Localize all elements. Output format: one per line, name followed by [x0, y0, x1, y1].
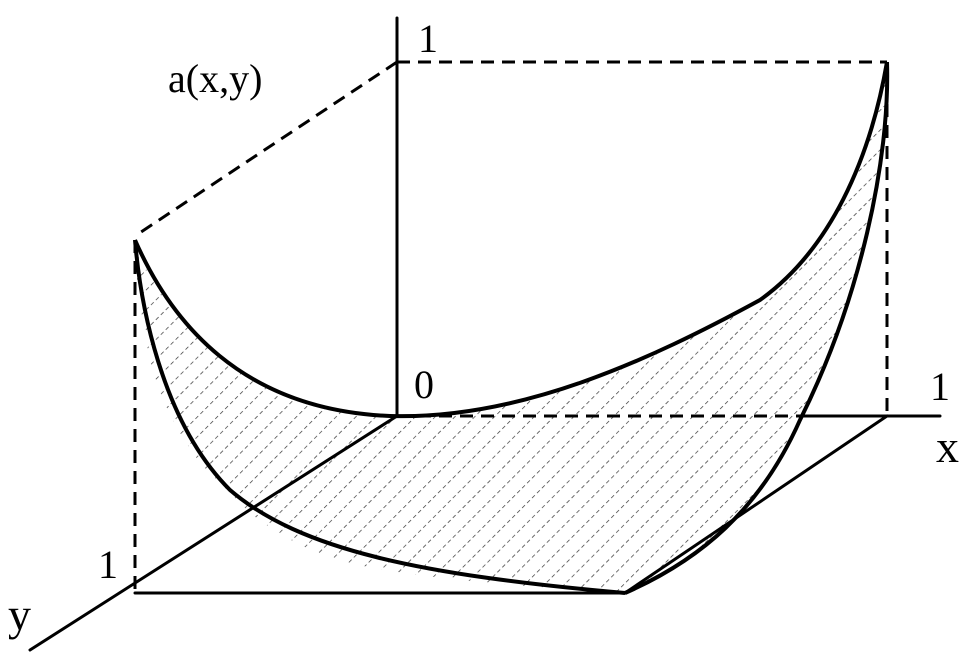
function-label: a(x,y)	[168, 56, 262, 101]
origin-label: 0	[414, 362, 434, 407]
front-boundary-curve	[133, 239, 626, 595]
y-axis-label: y	[8, 589, 31, 640]
back-boundary-curve	[133, 61, 889, 419]
hatched-surface-region	[135, 62, 888, 593]
z-tick-label: 1	[418, 16, 438, 61]
top-edge-left-dashed	[134, 60, 398, 238]
x-tick-label: 1	[930, 364, 950, 409]
y-axis	[28, 414, 399, 652]
x-axis-label: x	[936, 421, 959, 472]
base-edge-right	[623, 414, 889, 595]
right-boundary-curve	[624, 61, 890, 595]
y-tick-label: 1	[98, 542, 118, 587]
